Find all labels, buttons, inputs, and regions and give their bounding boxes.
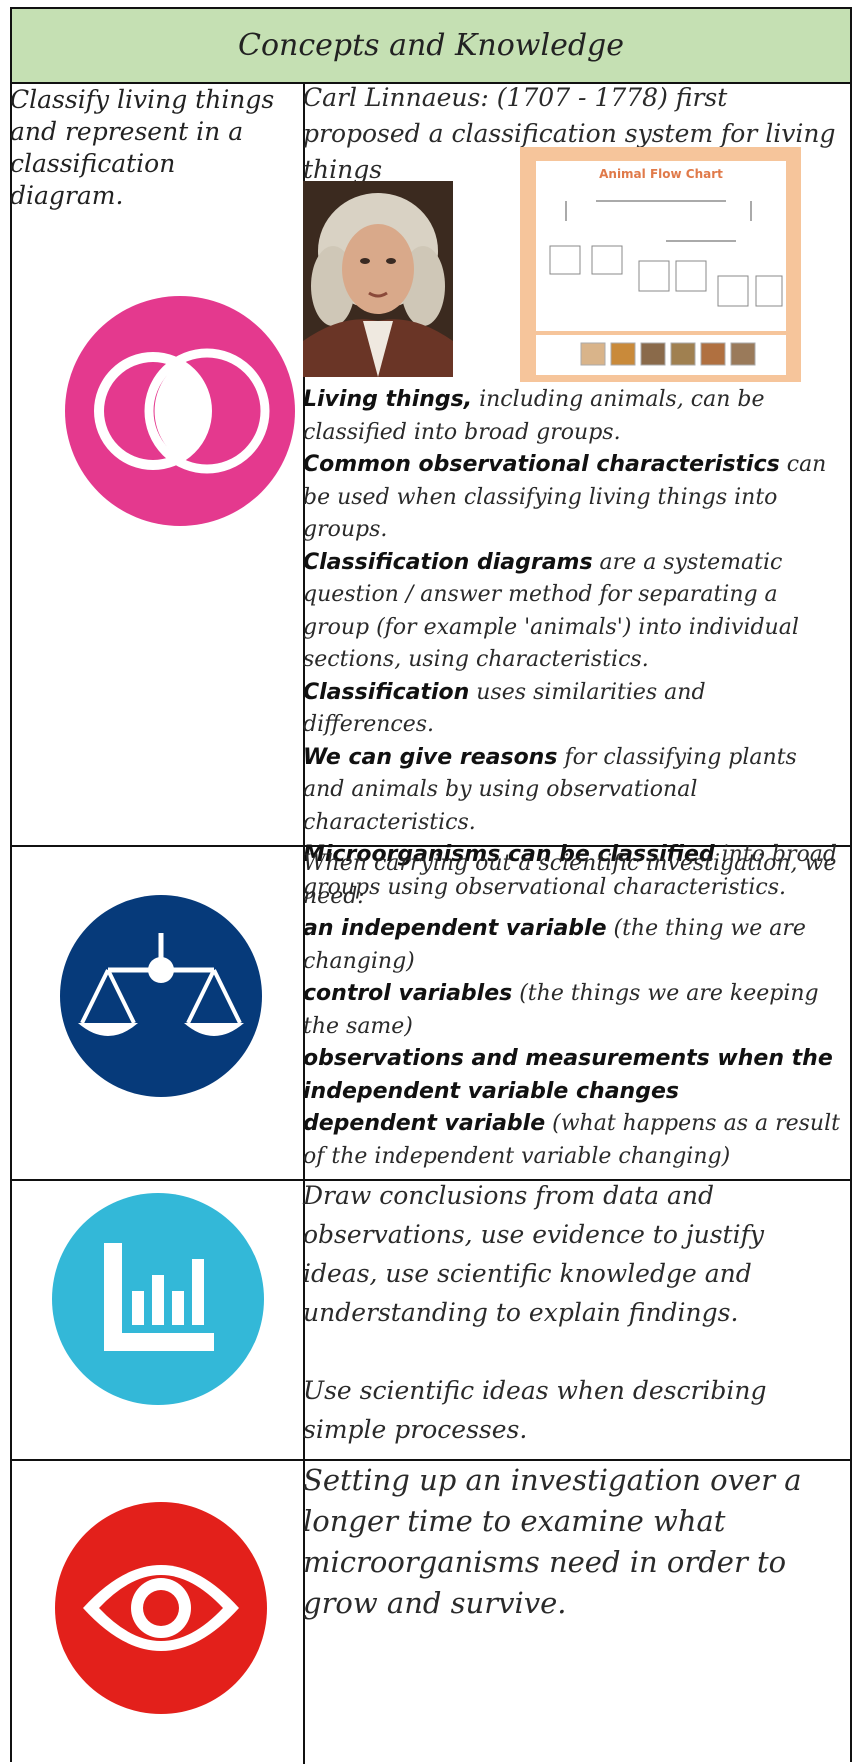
paragraph: Classification diagrams are a systematic… bbox=[303, 549, 799, 673]
row3-para2: Use scientific ideas when describing sim… bbox=[303, 1376, 767, 1444]
row1-intro: Carl Linnaeus: (1707 - 1778) first propo… bbox=[303, 83, 836, 184]
list-item: an independent variable (the thing we ar… bbox=[303, 916, 806, 974]
paragraph: We can give reasons for classifying plan… bbox=[303, 744, 797, 835]
page-title: Concepts and Knowledge bbox=[12, 9, 850, 84]
venn-diagram-icon bbox=[65, 296, 295, 530]
row3-para1: Draw conclusions from data and observati… bbox=[303, 1181, 764, 1327]
balance-scale-icon bbox=[60, 895, 262, 1101]
row-divider-3 bbox=[12, 1459, 850, 1461]
row1-paragraphs: Living things, including animals, can be… bbox=[303, 384, 843, 904]
bar-chart-icon bbox=[52, 1193, 264, 1409]
row2-intro: When carrying out a scientific investiga… bbox=[303, 851, 837, 909]
column-divider bbox=[303, 84, 305, 1764]
row-divider-1 bbox=[12, 845, 850, 847]
paragraph: Microorganisms can be classified into br… bbox=[303, 842, 837, 900]
knowledge-organiser-table: Concepts and Knowledge bbox=[10, 7, 852, 1764]
paragraph: Common observational characteristics can… bbox=[303, 452, 827, 542]
list-item: dependent variable (what happens as a re… bbox=[303, 1111, 840, 1169]
carl-linnaeus-portrait bbox=[303, 181, 453, 377]
paragraph: Classification uses similarities and dif… bbox=[303, 679, 706, 738]
row1-left-text: Classify living things and represent in … bbox=[10, 85, 275, 210]
list-item: observations and measurements when the i… bbox=[303, 1046, 833, 1104]
row-divider-2 bbox=[12, 1179, 850, 1181]
animal-flow-chart-image: Animal Flow Chart bbox=[520, 147, 801, 382]
row2-text: When carrying out a scientific investiga… bbox=[303, 848, 843, 1173]
row4-text: Setting up an investigation over a longe… bbox=[303, 1463, 802, 1620]
flowchart-title: Animal Flow Chart bbox=[599, 167, 723, 181]
list-item: control variables (the things we are kee… bbox=[303, 981, 819, 1039]
paragraph: Living things, including animals, can be… bbox=[303, 387, 765, 445]
eye-icon bbox=[55, 1502, 267, 1718]
row3-text: Draw conclusions from data and observati… bbox=[303, 1176, 843, 1449]
